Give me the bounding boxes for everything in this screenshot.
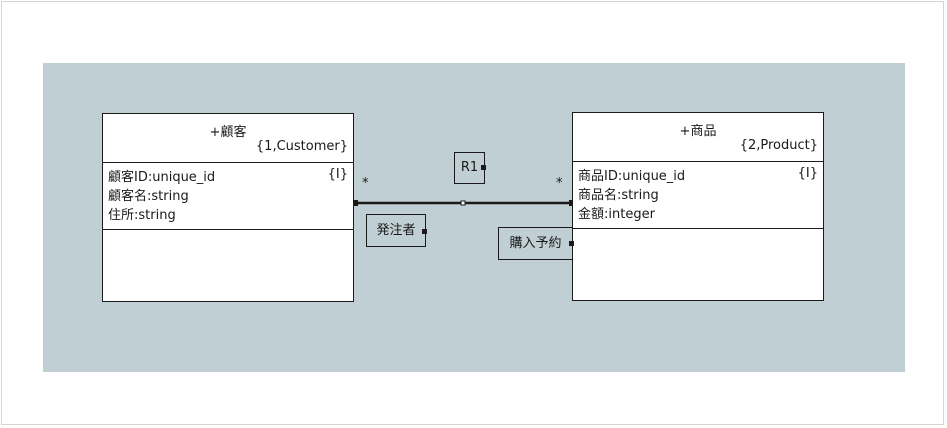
class-customer[interactable]: +顧客 {1,Customer} 顧客ID:unique_id 顧客名:stri… [102,113,354,302]
label-handle[interactable] [422,229,427,234]
class-name: +商品 [679,124,717,139]
role-text: 発注者 [376,223,416,238]
class-product[interactable]: +商品 {2,Product} 商品ID:unique_id 商品名:strin… [572,112,824,301]
class-name: +顧客 [209,125,247,140]
attribute[interactable]: 金額:integer [578,207,655,222]
label-handle[interactable] [569,241,574,246]
identifier-marker: {I} [327,167,348,182]
attribute[interactable]: 顧客ID:unique_id [108,170,216,185]
role-label-left[interactable]: 発注者 [366,214,426,247]
multiplicity-left: * [362,176,369,191]
association-id: R1 [460,160,479,175]
line-end-handle-left[interactable] [352,200,358,206]
role-text: 購入予約 [509,236,562,251]
role-label-right[interactable]: 購入予約 [498,227,573,260]
attribute-section: 顧客ID:unique_id 顧客名:string 住所:string {I} [103,163,353,230]
class-header: +商品 {2,Product} [573,113,823,162]
class-header: +顧客 {1,Customer} [103,114,353,163]
class-tag: {1,Customer} [255,139,348,154]
attribute[interactable]: 住所:string [108,208,176,223]
attribute[interactable]: 顧客名:string [108,189,189,204]
attribute-section: 商品ID:unique_id 商品名:string 金額:integer {I} [573,162,823,229]
class-tag: {2,Product} [739,138,818,153]
label-handle[interactable] [481,165,486,170]
line-mid-handle[interactable] [460,200,466,206]
multiplicity-right: * [556,176,563,191]
identifier-marker: {I} [797,166,818,181]
attribute[interactable]: 商品名:string [578,188,659,203]
attribute[interactable]: 商品ID:unique_id [578,169,686,184]
